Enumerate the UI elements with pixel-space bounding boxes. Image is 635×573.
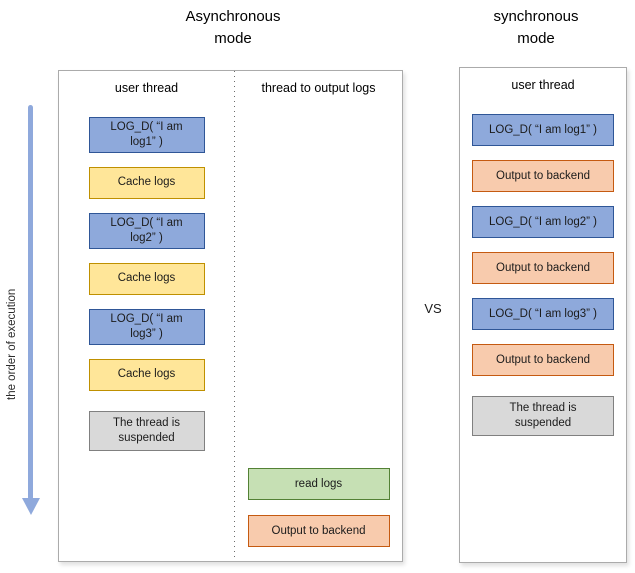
sync-mode-panel: user thread LOG_D( “I am log1” ) Output … <box>459 67 627 563</box>
vs-label: VS <box>424 301 442 316</box>
async-user-thread-column: user thread LOG_D( “I am log1” ) Cache l… <box>59 71 234 561</box>
step-box-cache-logs: Cache logs <box>88 358 205 391</box>
user-thread-header: user thread <box>511 78 575 92</box>
step-box-thread-suspended: The thread is suspended <box>88 410 205 451</box>
sync-user-thread-column: user thread LOG_D( “I am log1” ) Output … <box>460 68 626 562</box>
output-logs-thread-header: thread to output logs <box>261 81 376 95</box>
step-box-log1: LOG_D( “I am log1” ) <box>88 117 205 153</box>
step-box-output-to-backend: Output to backend <box>472 344 614 376</box>
execution-order-arrow-line <box>28 105 33 500</box>
step-box-log3: LOG_D( “I am log3” ) <box>472 298 614 330</box>
step-box-output-to-backend: Output to backend <box>472 252 614 284</box>
thread-divider-dotted-line <box>234 71 235 561</box>
order-of-execution-label: the order of execution <box>6 288 18 400</box>
async-mode-panel: user thread LOG_D( “I am log1” ) Cache l… <box>58 70 403 562</box>
arrow-down-icon <box>22 498 40 515</box>
step-box-log3: LOG_D( “I am log3” ) <box>88 308 205 345</box>
step-box-output-to-backend: Output to backend <box>472 160 614 192</box>
async-mode-title: Asynchronous mode <box>185 8 281 47</box>
sync-mode-title: synchronous mode <box>493 8 579 47</box>
step-box-output-to-backend: Output to backend <box>247 515 390 547</box>
step-box-read-logs: read logs <box>247 468 390 500</box>
user-thread-header: user thread <box>114 81 179 95</box>
output-logs-thread-column: thread to output logs read logs Output t… <box>235 71 402 561</box>
step-box-thread-suspended: The thread is suspended <box>472 396 614 436</box>
step-box-log2: LOG_D( “I am log2” ) <box>472 206 614 238</box>
step-box-log1: LOG_D( “I am log1” ) <box>472 114 614 146</box>
step-box-cache-logs: Cache logs <box>88 262 205 295</box>
step-box-cache-logs: Cache logs <box>88 166 205 199</box>
step-box-log2: LOG_D( “I am log2” ) <box>88 212 205 249</box>
